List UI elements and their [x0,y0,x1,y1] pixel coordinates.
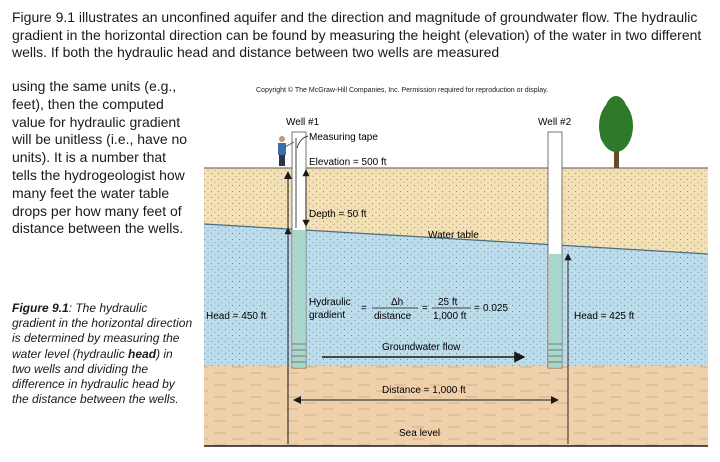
formula-den-1: distance [374,311,412,322]
formula-eq-2: = [422,303,428,314]
depth-label: Depth = 50 ft [309,209,367,220]
formula-den-2: 1,000 ft [433,311,467,322]
copyright-text: Copyright © The McGraw-Hill Companies, I… [256,86,548,94]
formula-result: 0.025 [483,303,508,314]
formula-eq-3: = [474,303,480,314]
side-paragraph: using the same units (e.g., feet), then … [12,78,192,238]
caption-label: Figure 9.1 [12,301,69,315]
well-1 [292,132,306,368]
figure-caption: Figure 9.1: The hydraulic gradient in th… [12,301,194,407]
formula-eq-1: = [361,303,367,314]
sea-level-label: Sea level [399,428,440,439]
formula-lhs-top: Hydraulic [309,297,351,308]
formula-num-1: Δh [391,297,403,308]
intro-paragraph: Figure 9.1 illustrates an unconfined aqu… [12,9,712,62]
caption-bold-word: head [128,347,156,361]
tree-illustration [599,96,633,168]
aquifer-diagram: Copyright © The McGraw-Hill Companies, I… [196,76,716,458]
elevation-label: Elevation = 500 ft [309,157,387,168]
formula-lhs-bottom: gradient [309,310,345,321]
water-table-label: Water table [428,230,479,241]
distance-label: Distance = 1,000 ft [382,385,466,396]
groundwater-flow-label: Groundwater flow [382,342,461,353]
formula-num-2: 25 ft [438,297,458,308]
well-2-label: Well #2 [538,117,572,128]
well-2 [548,132,562,368]
well-1-label: Well #1 [286,117,320,128]
measuring-tape-label: Measuring tape [309,132,378,143]
head-right-label: Head = 425 ft [574,311,635,322]
head-left-label: Head = 450 ft [206,311,267,322]
